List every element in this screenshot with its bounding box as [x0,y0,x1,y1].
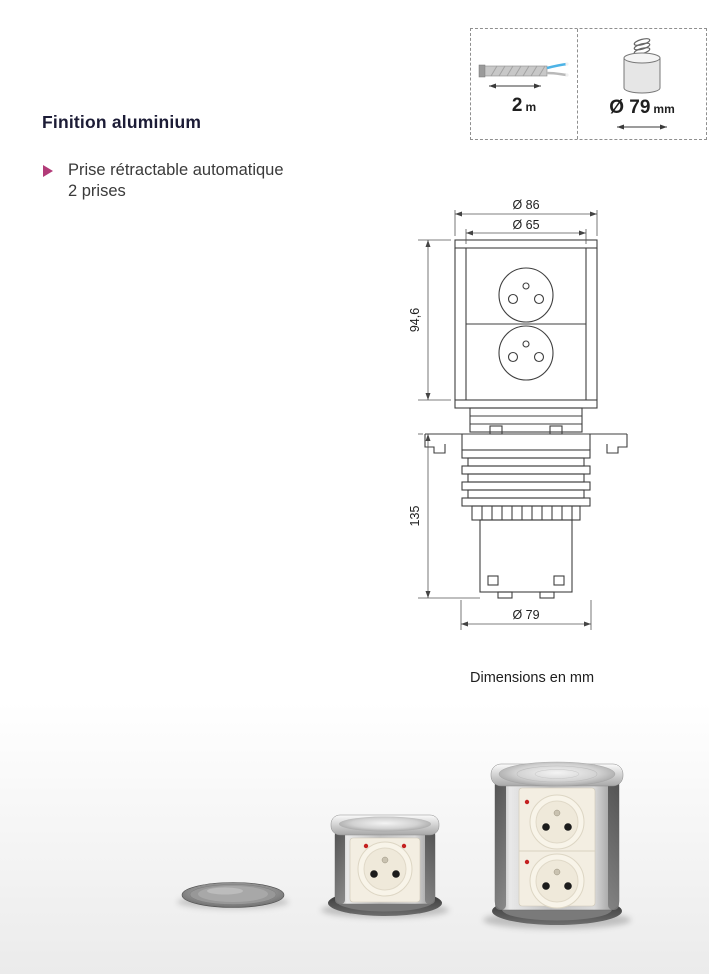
dim-lower-height-label: 135 [408,506,422,527]
cable-length-arrow-icon [489,83,541,88]
dimension-arrows [425,211,597,627]
bellows [461,449,591,507]
diameter-unit: mm [653,102,675,116]
product-cover-closed [181,882,285,908]
diameter-label: Ø 79 mm [609,97,675,119]
socket-front-view [498,267,554,381]
dimension-labels: Ø 86 Ø 65 94,6 135 Ø 79 [408,198,540,622]
feature-line2: 2 prises [68,182,126,200]
bullet-arrow-icon [43,165,53,177]
drawing-outline [424,239,628,599]
dim-base-label: Ø 79 [512,608,539,622]
technical-drawing: Ø 86 Ø 65 94,6 135 Ø 79 [408,198,628,630]
cable-length-unit: m [525,99,537,114]
cable-length-label: 2 m [512,95,536,117]
feature-text: Prise rétractable automatique 2 prises [68,160,284,202]
dimensions-note: Dimensions en mm [470,670,595,686]
diameter-value: Ø 79 [609,97,651,118]
indicator-dot [524,859,530,865]
socket [529,853,585,909]
indicator-dot [524,799,530,805]
cable-length-value: 2 [511,94,523,116]
dim-top-inner-label: Ø 65 [512,218,539,232]
diameter-arrow-icon [617,124,667,130]
product-half-raised [328,814,442,916]
product-photo [177,761,631,929]
dimension-lines [418,210,598,630]
product-fully-raised [490,761,624,925]
indicator-dot [401,843,407,849]
indicator-dot [363,843,369,849]
diameter-spec: Ø 79 mm [577,29,706,139]
feature-line1: Prise rétractable automatique [68,161,284,179]
dim-top-outer-label: Ø 86 [512,198,539,212]
dim-upper-height-label: 94,6 [408,308,422,332]
page-title: Finition aluminium [42,112,202,132]
spec-box: 2 m Ø 79 mm [470,28,707,140]
cable-length-spec: 2 m [471,29,577,139]
socket [529,794,585,850]
cable-icon [478,61,569,88]
feature-item: Prise rétractable automatique 2 prises [42,160,284,202]
socket [357,841,413,897]
cylinder-icon [623,38,661,94]
terminal-block [471,505,581,521]
